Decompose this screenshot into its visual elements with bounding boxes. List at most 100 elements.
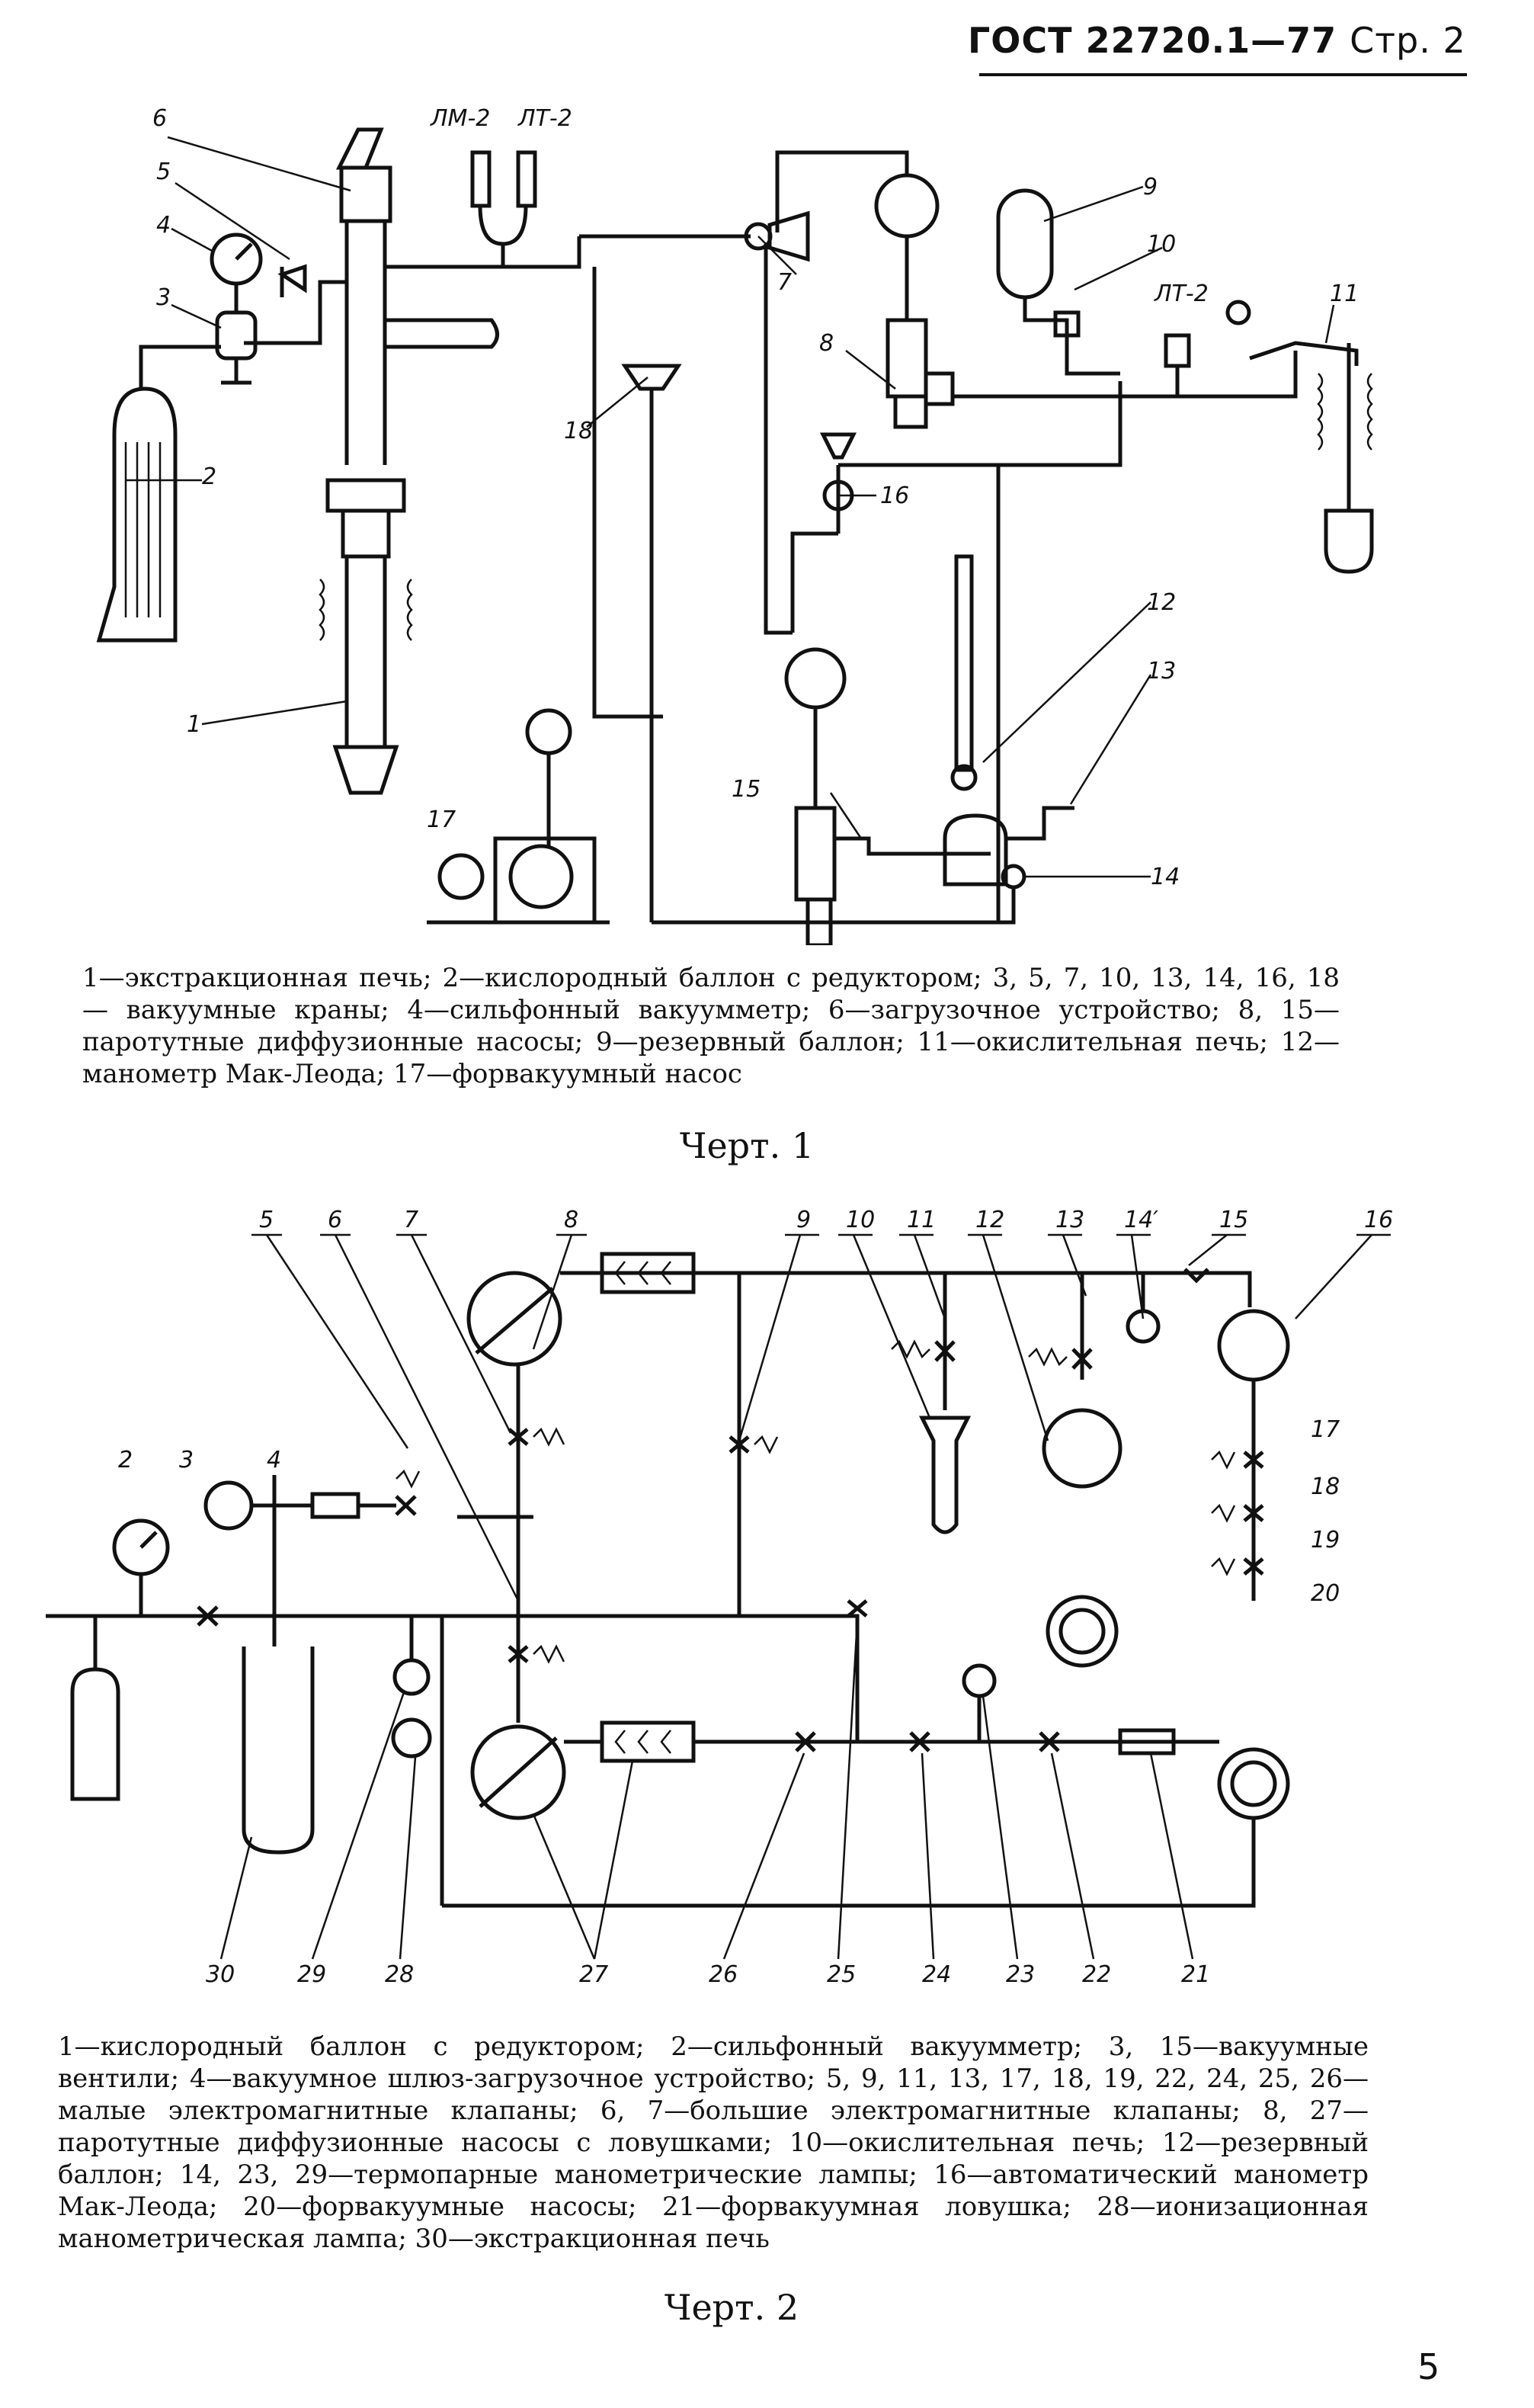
- fig2-label-12: 12: [975, 1207, 1004, 1233]
- fig2-label-30: 30: [206, 1961, 235, 1988]
- figure-2-side-labels: 2 3 4 17 18 19 20: [118, 1416, 1340, 1607]
- fig1-label-15: 15: [732, 776, 761, 803]
- solenoid-valve-5: [395, 1469, 421, 1516]
- fig1-label-4: 4: [156, 212, 171, 239]
- fig1-label-1: 1: [187, 711, 201, 738]
- fig2-label-3: 3: [179, 1447, 194, 1473]
- fig2-label-5: 5: [259, 1207, 274, 1233]
- figure-1-leaders: [126, 136, 1335, 878]
- page-number: 5: [1417, 2346, 1440, 2387]
- fig2-label-17: 17: [1311, 1416, 1340, 1443]
- fig2-label-9: 9: [796, 1207, 811, 1233]
- oxygen-cylinder-1: [70, 1667, 120, 1801]
- fig1-label-18: 18: [564, 418, 593, 444]
- fig2-label-2: 2: [118, 1447, 133, 1473]
- forevacuum-pump-17: [427, 708, 610, 925]
- fig1-gauge-lm2: ЛМ-2: [430, 105, 490, 132]
- fig2-label-10: 10: [846, 1207, 875, 1233]
- gauge-lamps: [470, 150, 537, 267]
- loading-device-4: [203, 1475, 396, 1646]
- figure-2-top-labels: 5 6 7 8 9 10 11 12 13 14′ 15 16: [259, 1207, 1393, 1233]
- fig1-label-16: 16: [880, 483, 909, 509]
- extraction-furnace: [319, 478, 413, 795]
- diffusion-pump-27: [470, 1720, 696, 1820]
- figure-1-diagram: 6 5 4 3 2 1 ЛМ-2 ЛТ-2 7 8 9 10 ЛТ-2 11 1…: [96, 105, 1374, 945]
- solenoid-valve-24: [909, 1731, 930, 1752]
- fig2-label-28: 28: [385, 1961, 414, 1988]
- mcleod-manometer-12: [943, 554, 1074, 887]
- diffusion-pump-8: [874, 173, 955, 429]
- vacuum-valve-3: [197, 1605, 219, 1627]
- fig1-label-9: 9: [1143, 174, 1158, 200]
- fig1-label-6: 6: [152, 105, 167, 132]
- vacuum-valve-15: [1183, 1268, 1209, 1284]
- fig2-label-20: 20: [1311, 1580, 1340, 1607]
- fig2-label-13: 13: [1055, 1207, 1084, 1233]
- vacuum-valve-18: [621, 364, 682, 391]
- fig2-label-4: 4: [267, 1447, 281, 1473]
- diffusion-pump-8: [466, 1252, 696, 1367]
- figure-2-bottom-leaders: [219, 1619, 1194, 1960]
- fig2-label-7: 7: [404, 1207, 418, 1233]
- big-solenoid-valves-6-7: [508, 1427, 565, 1664]
- fig2-label-23: 23: [1006, 1961, 1035, 1988]
- fig1-label-17: 17: [427, 806, 456, 833]
- figure-1-title: Черт. 1: [679, 1125, 815, 1166]
- fig1-label-7: 7: [777, 269, 792, 296]
- fig1-label-2: 2: [202, 463, 216, 490]
- fig2-label-14: 14′: [1124, 1207, 1158, 1233]
- loading-device-6: [335, 127, 392, 223]
- bellows-gauge-4: [210, 232, 263, 313]
- figure-2-bottom-labels: 30 29 28 27 26 25 24 23 22 21: [206, 1961, 1210, 1988]
- figure-1-labels: 6 5 4 3 2 1 ЛМ-2 ЛТ-2 7 8 9 10 ЛТ-2 11 1…: [152, 105, 1359, 890]
- fig1-label-13: 13: [1147, 658, 1176, 685]
- fig1-label-14: 14: [1151, 864, 1180, 890]
- header-rule: [979, 73, 1467, 76]
- solenoid-valve-22: [1039, 1731, 1060, 1752]
- solenoid-valves-17-18-19: [1211, 1450, 1264, 1586]
- fig1-label-8: 8: [819, 330, 834, 357]
- reserve-balloon-9: [996, 188, 1120, 376]
- fig2-label-25: 25: [827, 1961, 856, 1988]
- extraction-furnace-30: [242, 1646, 315, 1855]
- thermocouple-gauge-29: [392, 1658, 431, 1696]
- fig1-gauge-lt2-b: ЛТ-2: [1154, 281, 1209, 307]
- thermocouple-gauge-23: [962, 1663, 997, 1698]
- thermocouple-gauge-14: [1126, 1273, 1161, 1344]
- fig2-label-18: 18: [1311, 1473, 1340, 1500]
- solenoid-valve-11: [891, 1273, 956, 1410]
- standard-title: ГОСТ 22720.1—77: [968, 20, 1337, 61]
- fig2-label-27: 27: [579, 1961, 608, 1988]
- fig2-label-8: 8: [564, 1207, 578, 1233]
- diffusion-pump-15: [784, 647, 991, 945]
- oxidation-furnace-11: [1249, 341, 1374, 574]
- figure-2-top-underlines: [251, 1233, 1391, 1602]
- fig2-label-15: 15: [1219, 1207, 1248, 1233]
- figure-1-caption: 1—экстракционная печь; 2—кислородный бал…: [82, 963, 1340, 1089]
- document-header: ГОСТ 22720.1—77 Стр. 2: [968, 20, 1465, 61]
- solenoid-valve-25: [847, 1599, 868, 1618]
- solenoid-valve-9: [729, 1435, 750, 1454]
- reserve-balloon-12: [1042, 1408, 1122, 1489]
- fig2-label-26: 26: [709, 1961, 738, 1988]
- fig1-label-5: 5: [156, 159, 171, 185]
- fig2-label-29: 29: [297, 1961, 326, 1988]
- fig2-label-16: 16: [1364, 1207, 1393, 1233]
- fig2-label-6: 6: [328, 1207, 342, 1233]
- figure-2-caption: 1—кислородный баллон с редуктором; 2—сил…: [58, 2031, 1369, 2254]
- figure-2-diagram: 5 6 7 8 9 10 11 12 13 14′ 15 16: [46, 1207, 1393, 1988]
- bellows-gauge-2: [112, 1518, 170, 1616]
- figure-2-title: Черт. 2: [664, 2287, 799, 2328]
- fig1-label-3: 3: [156, 284, 171, 311]
- fig2-label-22: 22: [1082, 1961, 1111, 1988]
- solenoid-valve-13: [1028, 1273, 1093, 1380]
- forevacuum-pumps-20: [1046, 1595, 1290, 1820]
- vacuum-valve-14: [1001, 864, 1026, 890]
- fig2-label-19: 19: [1311, 1527, 1340, 1553]
- fig2-label-11: 11: [907, 1207, 936, 1233]
- mcleod-manometer-16: [1217, 1309, 1290, 1382]
- fig1-label-12: 12: [1147, 589, 1176, 616]
- oxygen-cylinder: [96, 386, 178, 643]
- ionization-gauge-28: [391, 1717, 432, 1759]
- fig2-label-21: 21: [1181, 1961, 1210, 1988]
